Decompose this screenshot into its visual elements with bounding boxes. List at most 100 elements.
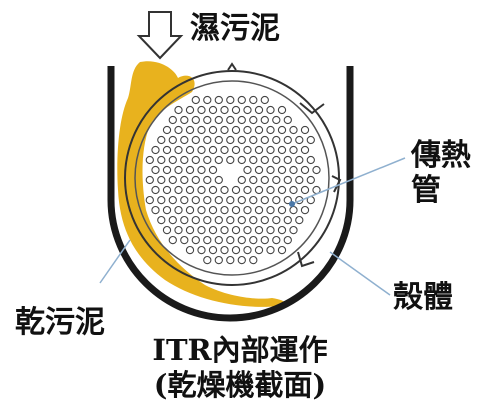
heat-tube — [237, 195, 246, 205]
heat-tube — [168, 235, 177, 245]
heat-tube — [185, 205, 195, 215]
heat-tube — [220, 205, 229, 215]
heat-tube — [168, 115, 177, 125]
heat-tube — [289, 205, 298, 215]
heat-tube — [197, 105, 206, 115]
heat-tube — [260, 95, 269, 105]
heat-tube — [226, 135, 235, 145]
heat-tube — [295, 155, 304, 165]
heat-tube — [277, 165, 287, 175]
rotor-paddle — [227, 62, 237, 71]
heat-tube — [191, 195, 200, 205]
heat-tube — [191, 155, 200, 165]
heat-tube — [191, 235, 200, 245]
heat-tube — [254, 105, 264, 115]
shell-vessel — [107, 66, 354, 322]
heat-tube-label: 傳熱管 — [411, 138, 471, 209]
heat-tube — [208, 245, 218, 255]
heat-tube — [151, 185, 160, 195]
heat-tube — [266, 125, 275, 135]
heat-tube — [243, 105, 252, 115]
heat-tube — [266, 105, 275, 115]
heat-tube — [162, 185, 172, 195]
heat-tube — [174, 125, 183, 135]
heat-tube — [168, 215, 177, 225]
heat-tube — [272, 195, 281, 205]
heat-tube — [191, 115, 200, 125]
heat-tube — [289, 125, 298, 135]
heat-tube — [289, 165, 298, 175]
heat-tube — [214, 95, 223, 105]
shell-label: 殼體 — [393, 280, 453, 315]
heat-tube — [272, 215, 281, 225]
heat-tube — [300, 165, 310, 175]
heat-tube — [174, 165, 183, 175]
heat-tube — [260, 195, 269, 205]
heat-tube — [214, 155, 223, 165]
heat-tube — [197, 165, 206, 175]
heat-tube — [214, 215, 223, 225]
heat-tube — [180, 195, 189, 205]
heat-tube — [220, 145, 229, 155]
heat-tube — [237, 95, 246, 105]
heat-tube — [243, 225, 252, 235]
heat-tube — [260, 135, 269, 145]
heat-tube — [226, 255, 235, 265]
heat-tube — [145, 195, 154, 205]
heat-tube — [231, 245, 241, 255]
heat-tube — [214, 195, 223, 205]
heat-tube — [174, 205, 183, 215]
heat-tube — [203, 115, 212, 125]
heat-tube — [197, 225, 206, 235]
heat-tube — [237, 175, 246, 185]
heat-tube — [277, 205, 287, 215]
heat-tube — [277, 225, 287, 235]
heat-tube — [260, 155, 269, 165]
heat-tube — [191, 95, 200, 105]
heat-tube — [254, 245, 264, 255]
heat-tube — [180, 215, 189, 225]
heat-tube — [243, 245, 252, 255]
heat-tube — [208, 105, 218, 115]
dry-sludge-pointer — [99, 239, 131, 284]
heat-tube — [249, 155, 258, 165]
heat-tube — [168, 155, 177, 165]
heat-tube — [266, 145, 275, 155]
heat-tube — [237, 235, 246, 245]
heat-tube — [203, 255, 212, 265]
feed-arrow-icon — [136, 11, 184, 60]
heat-tube — [168, 135, 177, 145]
heat-tube — [249, 115, 258, 125]
heat-tube — [260, 215, 269, 225]
heat-tube — [249, 255, 258, 265]
heat-tube — [180, 115, 189, 125]
heat-tube — [237, 215, 246, 225]
rotor-drum-outer — [124, 70, 340, 286]
heat-tube — [237, 135, 246, 145]
heat-tube — [249, 175, 258, 185]
heat-tube — [157, 155, 166, 165]
heat-tube — [249, 95, 258, 105]
heat-tube — [249, 135, 258, 145]
heat-tube — [237, 255, 246, 265]
heat-tube — [185, 145, 195, 155]
heat-tube — [220, 125, 229, 135]
rotor-paddle — [297, 251, 315, 268]
heat-tube — [306, 155, 315, 165]
heat-tube — [300, 145, 310, 155]
rotor-paddle — [299, 102, 325, 115]
heat-tube — [226, 195, 235, 205]
heat-tube — [145, 175, 154, 185]
heat-tube — [254, 125, 264, 135]
heat-tube — [180, 155, 189, 165]
heat-tube — [197, 185, 206, 195]
heat-tube — [162, 225, 172, 235]
heat-tube — [266, 165, 275, 175]
heat-tube — [197, 125, 206, 135]
heat-tube — [185, 105, 195, 115]
heat-tube-marker — [289, 201, 295, 207]
heat-tube — [231, 125, 241, 135]
shell-pointer — [329, 251, 391, 296]
heat-tube — [283, 175, 292, 185]
